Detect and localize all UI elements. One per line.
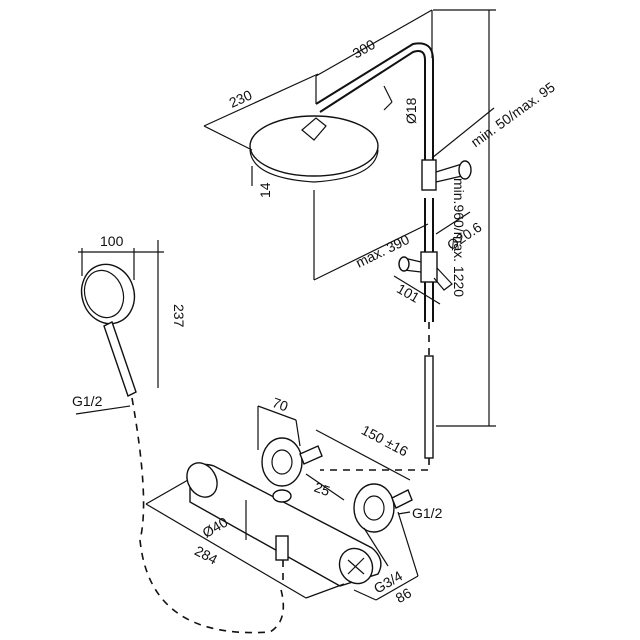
outlet bbox=[275, 535, 289, 561]
handle-mark bbox=[347, 557, 365, 575]
hand-shower-handle bbox=[103, 321, 137, 397]
dim-390-line bbox=[313, 223, 429, 281]
holder-cradle bbox=[433, 267, 453, 291]
dim-18-line bbox=[383, 85, 393, 103]
dim-150-line bbox=[315, 429, 411, 481]
dim-300-label: 300 bbox=[350, 36, 378, 62]
dim-70-label: 70 bbox=[270, 394, 290, 414]
wall-plate bbox=[458, 160, 472, 180]
dim-206-line bbox=[435, 211, 471, 235]
dim-86-label: 86 bbox=[393, 584, 415, 606]
overhead-shower: 300 230 Ø18 14 max. 390 min. 50/max. 95 … bbox=[203, 9, 558, 459]
eccentric-right bbox=[353, 483, 395, 533]
dim-230-label: 230 bbox=[227, 87, 255, 111]
dim-237-label: 237 bbox=[171, 304, 187, 328]
dim-300-line bbox=[315, 9, 433, 77]
dim-150-label: 150 ±16 bbox=[359, 422, 411, 460]
dim-284-label: 284 bbox=[192, 542, 220, 567]
dim-70-line bbox=[257, 405, 297, 421]
dim-100-label: 100 bbox=[100, 233, 124, 249]
dim-wall-label: min. 50/max. 95 bbox=[468, 79, 558, 151]
dim-101-label: 101 bbox=[394, 280, 422, 306]
ball-joint bbox=[301, 117, 327, 141]
dim-18-label: Ø18 bbox=[403, 97, 419, 124]
g12-outlet-leader bbox=[397, 511, 411, 515]
bracket-arm bbox=[435, 163, 463, 183]
dim-25-label: 25 bbox=[312, 479, 332, 499]
dim-25-line bbox=[305, 473, 345, 501]
dim-wall-line bbox=[431, 107, 495, 159]
shower-head-rim bbox=[249, 149, 379, 183]
inlet-right bbox=[391, 489, 413, 509]
shower-head bbox=[249, 115, 379, 177]
shower-arm bbox=[319, 50, 426, 113]
wall-bracket-top bbox=[421, 159, 437, 191]
mixer-left-cap bbox=[186, 462, 218, 498]
dim-284-line bbox=[145, 503, 307, 599]
inlet-left bbox=[299, 445, 323, 465]
hand-shower: 100 237 G1/2 bbox=[72, 233, 187, 415]
g12-outlet-label: G1/2 bbox=[412, 505, 443, 521]
outlet-top bbox=[272, 489, 292, 503]
mixer: 70 150 ±16 25 G1/2 Ø40 284 G3/4 86 bbox=[145, 394, 443, 606]
dim-230-line bbox=[203, 73, 319, 127]
g34-leader bbox=[363, 527, 389, 567]
dim-101-line bbox=[393, 275, 441, 305]
eccentric-left bbox=[261, 437, 303, 487]
shower-arm-edge bbox=[315, 42, 434, 105]
slider-knob-end bbox=[398, 256, 410, 272]
slider bbox=[420, 251, 438, 283]
spray-face bbox=[83, 269, 125, 319]
g12-hose-label: G1/2 bbox=[72, 393, 103, 409]
g12-leader bbox=[75, 405, 131, 415]
riser-to-mixer bbox=[320, 458, 430, 471]
dim-86-line bbox=[375, 575, 419, 601]
dim-riser-label: min.960/max. 1220 bbox=[451, 178, 467, 297]
dim-14-label: 14 bbox=[257, 182, 273, 198]
riser-lower bbox=[424, 355, 434, 459]
